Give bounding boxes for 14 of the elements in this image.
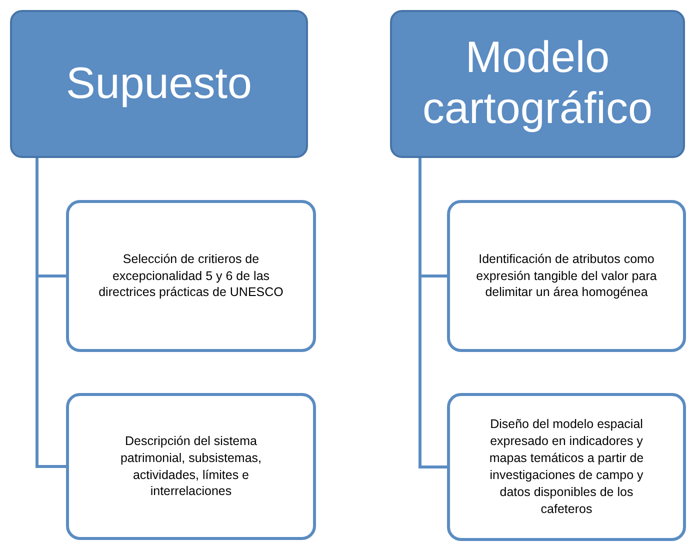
box-text: Identificación de atributos como expresión tangible del valor para delimitar un área homogénea <box>475 250 658 302</box>
text-box <box>66 393 316 540</box>
text-box <box>66 200 316 352</box>
box-text: Descripción del sistema patrimonial, subsistemas, actividades, límites e interrelaciones <box>119 432 263 500</box>
box-text: Diseño del modelo espacial expresado en indicadores y mapas temáticos a partir de investigaciones de campo y datos disponibles de los cafeteros <box>488 416 645 518</box>
text-box <box>447 393 686 541</box>
header-title: Modelo cartográfico <box>422 33 654 135</box>
box-text: Selección de critieros de excepcionalidad 5 y 6 de las directrices prácticas de UNESCO <box>98 250 284 302</box>
text-box <box>447 200 686 352</box>
header-title: Supuesto <box>66 58 252 110</box>
header-box <box>390 10 685 158</box>
header-box <box>10 10 308 158</box>
connector-line <box>418 158 447 468</box>
connector-line <box>36 158 66 468</box>
